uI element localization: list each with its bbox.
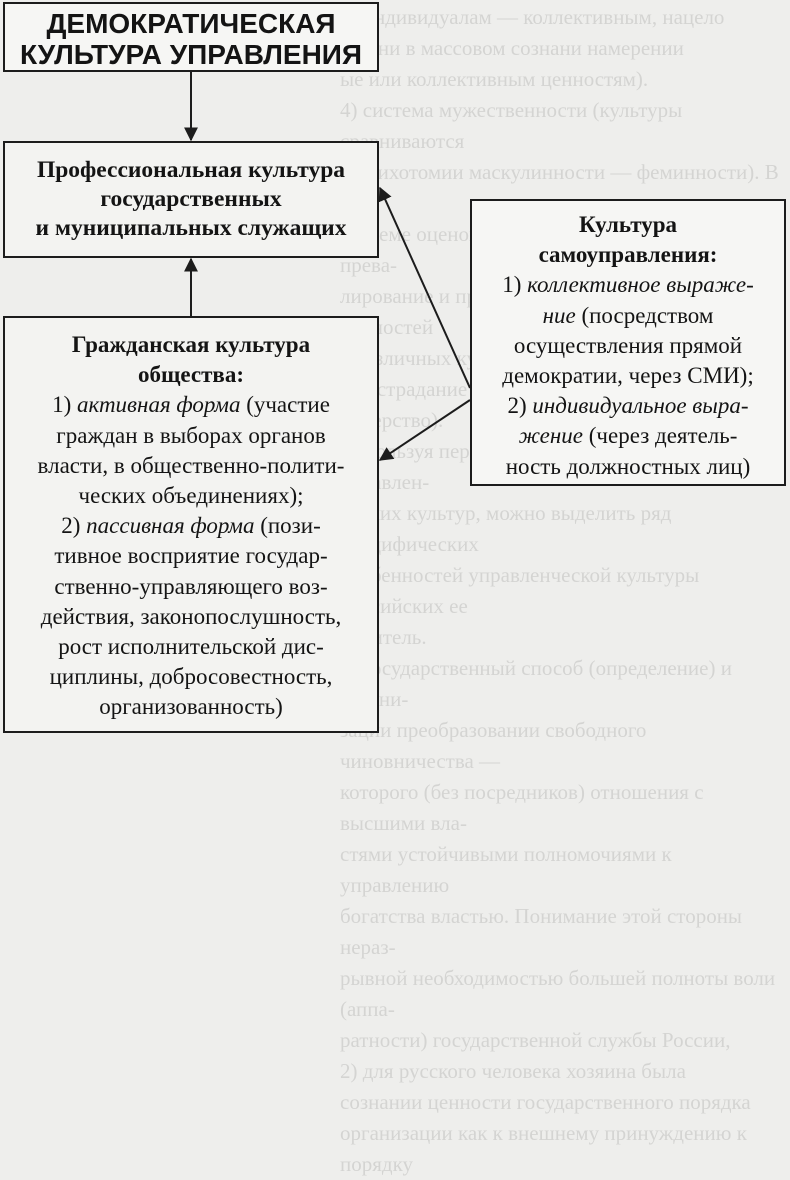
civic-item2-line3: ственно-управляющего воз- xyxy=(54,573,328,599)
civic-title-line1: Гражданская культура xyxy=(71,332,311,357)
civic-item1-line4: ческих объединениях); xyxy=(78,483,304,509)
civic-item2-line1: 2) пассивная форма (пози- xyxy=(61,513,321,539)
arrow-selfgov-to-professional xyxy=(378,186,471,389)
selfgov-title-line1: Культура xyxy=(578,212,677,237)
selfgov-item1-line1: 1) коллективное выраже- xyxy=(502,272,754,298)
civic-item2-line4: действия, законопослушность, xyxy=(40,603,342,629)
civic-item2-line2: тивное восприятие государ- xyxy=(54,543,328,569)
selfgov-item1-line3: осуществления прямой xyxy=(513,332,743,358)
selfgov-item1-line4: демократии, через СМИ); xyxy=(502,363,754,389)
civic-item1-line3: власти, в общественно-полити- xyxy=(37,452,345,478)
selfgov-item1-line2: ние (посредством xyxy=(542,302,714,328)
democratic-management-culture-box: ДЕМОКРАТИЧЕСКАЯ КУЛЬТУРА УПРАВЛЕНИЯ xyxy=(3,2,379,72)
civic-item2-line5: рост исполнительской дис- xyxy=(58,634,324,660)
professional-line2: государственных xyxy=(100,186,282,212)
professional-culture-box: Профессиональная культура государственны… xyxy=(3,141,379,258)
professional-line3: и муниципальных служащих xyxy=(35,215,347,241)
civic-item2-line7: организованность) xyxy=(99,694,283,720)
self-government-culture-box: Культура самоуправления: 1) коллективное… xyxy=(470,199,786,486)
civic-item1-line1: 1) активная форма (участие xyxy=(52,392,330,418)
selfgov-item2-line2: жение (через деятель- xyxy=(518,423,738,449)
selfgov-title-line2: самоуправления: xyxy=(538,242,718,268)
civic-item1-line2: граждан в выборах органов xyxy=(56,422,326,448)
selfgov-item2-line3: ность должностных лиц) xyxy=(505,453,751,479)
civic-title-line2: общества: xyxy=(138,362,244,388)
arrow-selfgov-to-civic xyxy=(378,399,471,461)
professional-line1: Профессиональная культура xyxy=(36,157,346,183)
connectors xyxy=(184,72,471,461)
selfgov-item2-line1: 2) индивидуальное выра- xyxy=(507,393,749,419)
top-title-line1: ДЕМОКРАТИЧЕСКАЯ xyxy=(46,8,336,39)
civic-culture-box: Гражданская культура общества: 1) активн… xyxy=(3,316,379,733)
civic-item2-line6: циплины, добросовестность, xyxy=(49,664,333,690)
top-title-line2: КУЛЬТУРА УПРАВЛЕНИЯ xyxy=(19,39,363,70)
